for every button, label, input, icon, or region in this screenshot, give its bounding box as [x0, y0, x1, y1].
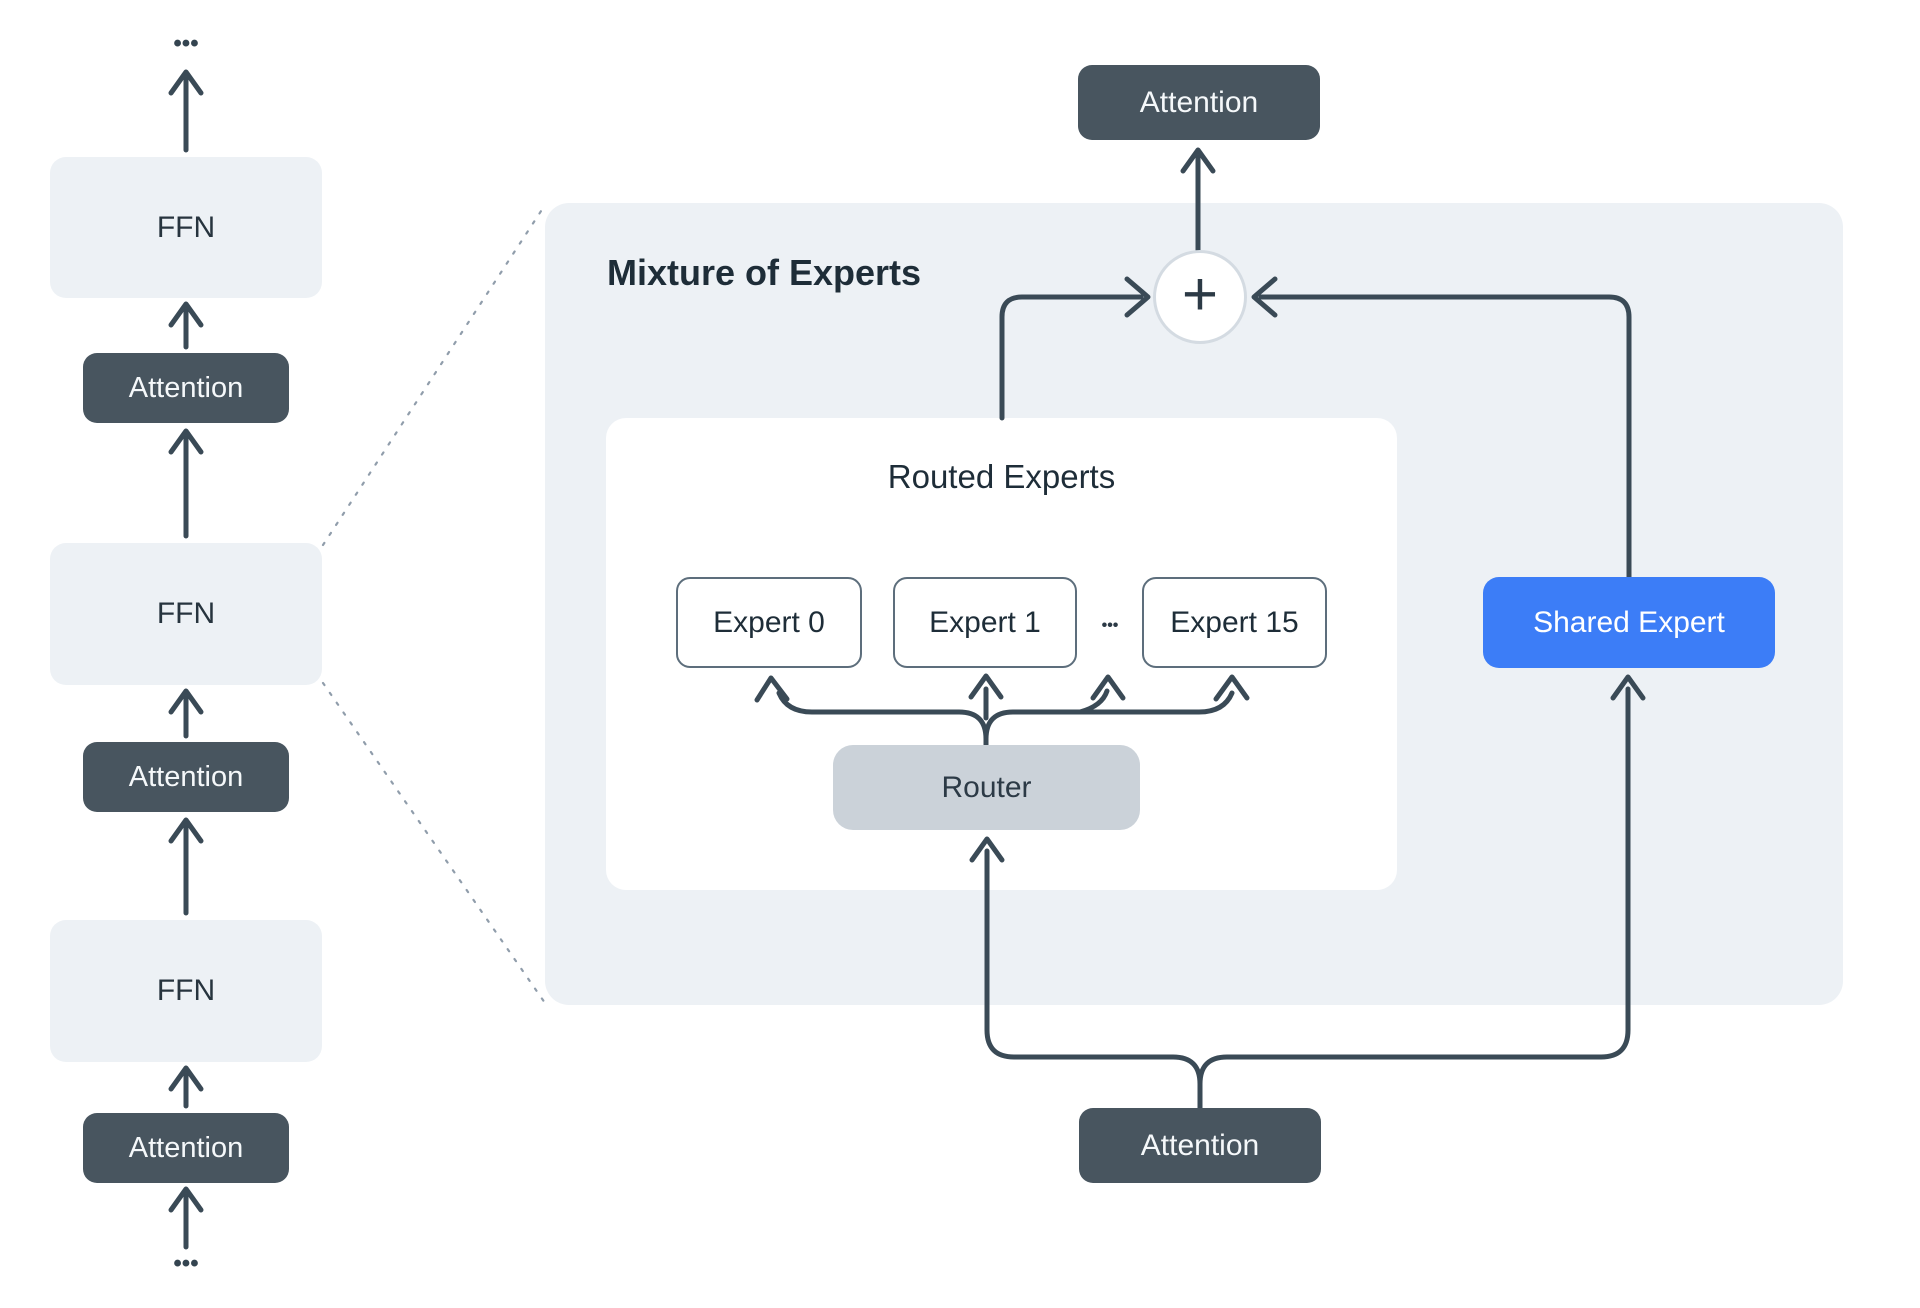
arrow-attn3-to-ffn3 — [168, 1065, 204, 1109]
attention-block-1: Attention — [83, 353, 289, 423]
ffn-block-3: FFN — [50, 920, 322, 1062]
expert-0-box: Expert 0 — [676, 577, 862, 668]
ffn-label: FFN — [156, 974, 216, 1007]
attention-label: Attention — [128, 1131, 244, 1164]
ffn-block-2: FFN — [50, 543, 322, 685]
arrow-ffn3-to-attn2 — [168, 817, 204, 916]
attention-label: Attention — [1139, 85, 1259, 119]
sum-circle: + — [1153, 250, 1247, 344]
arrow-ffn2-to-attn1 — [168, 428, 204, 539]
expert-15-label: Expert 15 — [1170, 605, 1299, 639]
dotted-guide-bottom — [321, 681, 547, 1005]
arrow-attn2-to-ffn2 — [168, 688, 204, 739]
attention-top-box: Attention — [1078, 65, 1320, 140]
arrow-ellipsis-to-attn3 — [168, 1186, 204, 1250]
ellipsis-bottom: ••• — [173, 1250, 199, 1277]
moe-title: Mixture of Experts — [607, 252, 922, 293]
attention-label: Attention — [1140, 1128, 1260, 1162]
shared-expert-box: Shared Expert — [1483, 577, 1775, 668]
attention-label: Attention — [128, 371, 244, 404]
shared-expert-label: Shared Expert — [1533, 605, 1725, 639]
attention-label: Attention — [128, 760, 244, 793]
ffn-label: FFN — [156, 210, 216, 244]
experts-ellipsis: ••• — [1101, 617, 1119, 634]
plus-icon: + — [1181, 259, 1219, 329]
ffn-block-1: FFN — [50, 157, 322, 298]
routed-experts-title: Routed Experts — [887, 458, 1116, 495]
dotted-guide-top — [321, 203, 547, 547]
attention-block-3: Attention — [83, 1113, 289, 1183]
expert-1-box: Expert 1 — [893, 577, 1077, 668]
arrow-attn1-to-ffn1 — [168, 301, 204, 350]
arrow-ffn1-to-ellipsis — [168, 69, 204, 153]
attention-bottom-box: Attention — [1079, 1108, 1321, 1183]
ffn-label: FFN — [156, 597, 216, 630]
ellipsis-top: ••• — [173, 30, 199, 57]
expert-15-box: Expert 15 — [1142, 577, 1327, 668]
attention-block-2: Attention — [83, 742, 289, 812]
router-box: Router — [833, 745, 1140, 830]
expert-0-label: Expert 0 — [713, 605, 825, 639]
expert-1-label: Expert 1 — [929, 605, 1041, 639]
router-label: Router — [941, 770, 1032, 804]
